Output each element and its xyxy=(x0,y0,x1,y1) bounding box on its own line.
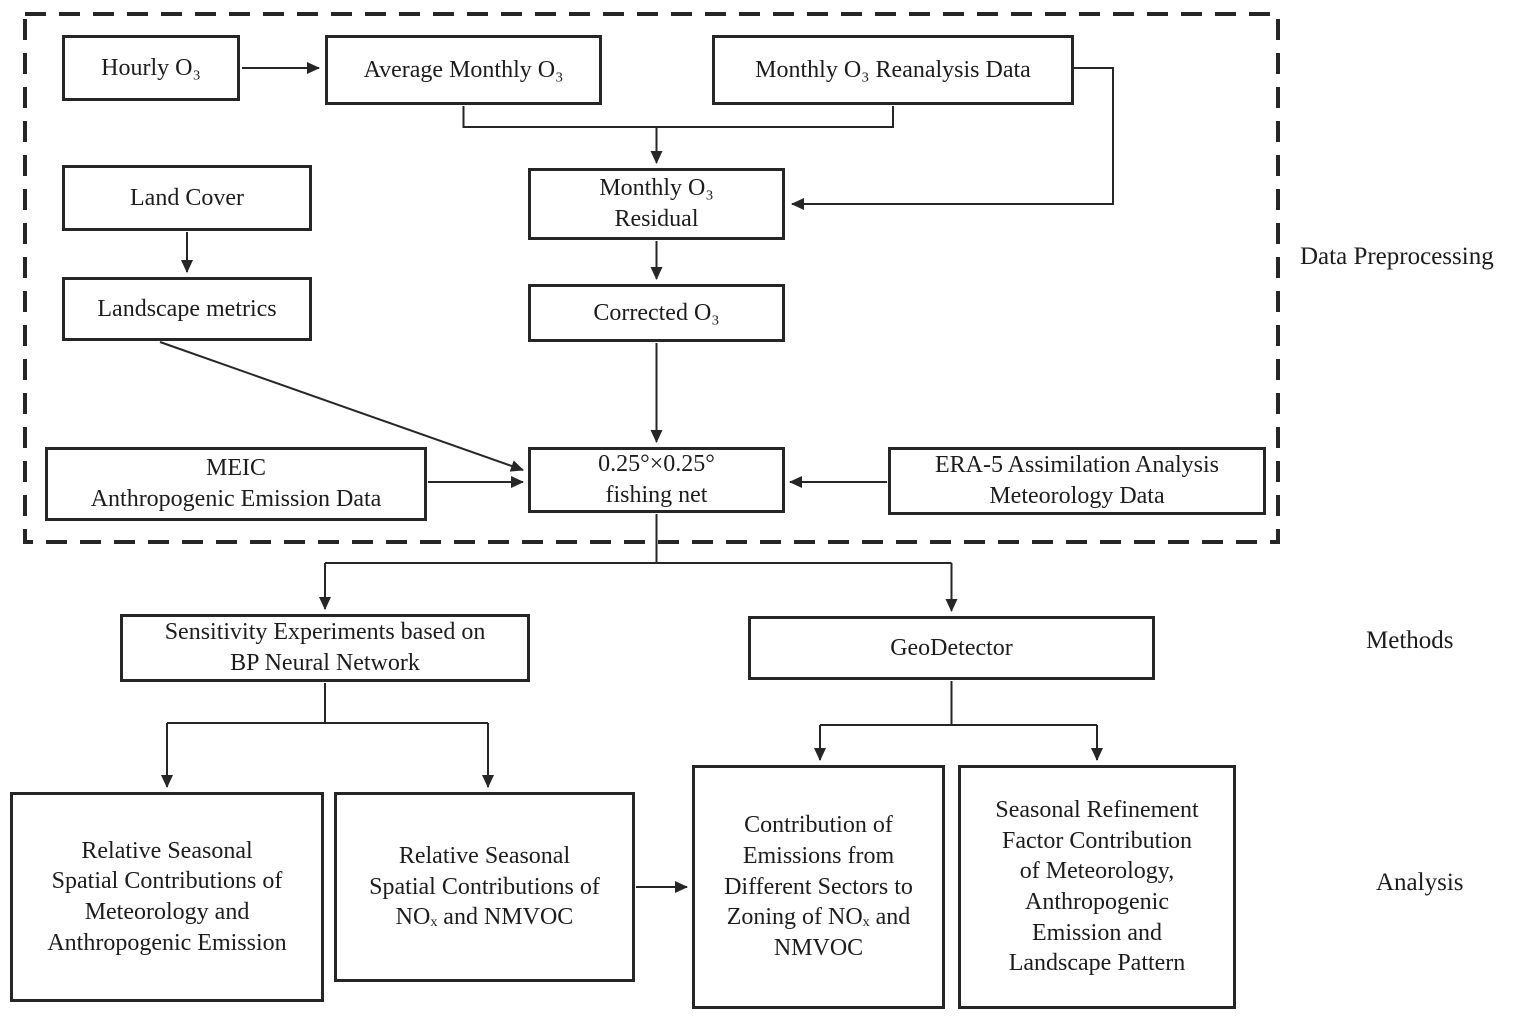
node-hourly-o3: Hourly O₃ xyxy=(62,35,240,101)
node-land-cover: Land Cover xyxy=(62,165,312,231)
node-monthly-o3-reanalysis: Monthly O₃ Reanalysis Data xyxy=(712,35,1074,105)
node-relative-contrib-nox-nmvoc: Relative Seasonal Spatial Contributions … xyxy=(334,792,635,982)
edge-merge-bracket xyxy=(462,106,894,128)
node-average-monthly-o3: Average Monthly O₃ xyxy=(325,35,602,105)
edge-landscape-to-fishingnet xyxy=(159,341,524,472)
node-sector-emission-contribution: Contribution of Emissions from Different… xyxy=(692,765,945,1009)
section-label-analysis: Analysis xyxy=(1376,869,1464,896)
node-corrected-o3: Corrected O₃ xyxy=(528,284,785,342)
node-seasonal-refinement-contribution: Seasonal Refinement Factor Contribution … xyxy=(958,765,1236,1009)
node-fishing-net-grid: 0.25°×0.25° fishing net xyxy=(528,447,785,513)
node-era5-meteorology-data: ERA-5 Assimilation Analysis Meteorology … xyxy=(888,447,1266,515)
node-geodetector: GeoDetector xyxy=(748,616,1155,680)
node-meic-emission-data: MEIC Anthropogenic Emission Data xyxy=(45,447,427,521)
node-bp-sensitivity-experiments: Sensitivity Experiments based on BP Neur… xyxy=(120,614,530,682)
node-relative-contrib-meteorology-emission: Relative Seasonal Spatial Contributions … xyxy=(10,792,324,1002)
edge-sensitivity-split xyxy=(167,683,488,724)
edge-fishingnet-split xyxy=(325,514,952,564)
node-landscape-metrics: Landscape metrics xyxy=(62,277,312,341)
edge-reanalysis-to-residual-side xyxy=(791,67,1114,210)
section-label-data-preprocessing: Data Preprocessing xyxy=(1300,243,1494,270)
edge-geodetector-split xyxy=(820,681,1097,726)
node-monthly-o3-residual: Monthly O₃ Residual xyxy=(528,168,785,240)
preprocessing-dashed-boundary xyxy=(23,12,1280,544)
section-label-methods: Methods xyxy=(1366,627,1454,654)
